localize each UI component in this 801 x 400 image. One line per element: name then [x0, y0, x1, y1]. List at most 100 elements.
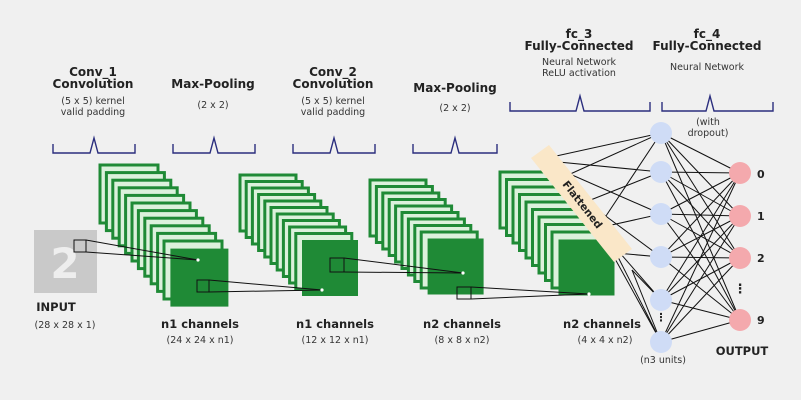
- dense-link: [660, 215, 741, 343]
- conv1-title2: Convolution: [53, 77, 134, 91]
- hidden-node: [650, 331, 672, 353]
- input-digit: 2: [50, 239, 79, 288]
- conv2-desc2: valid padding: [301, 107, 365, 118]
- pool1-projection-line-bottom: [208, 289, 323, 293]
- dense-link: [660, 257, 741, 343]
- flatten-link: [537, 132, 662, 161]
- fm4-label: n2 channels: [563, 317, 641, 331]
- fm2-label: n1 channels: [296, 317, 374, 331]
- conv1-receptive-field: [73, 239, 87, 253]
- dense-link: [660, 132, 741, 174]
- feature-map-stack-4: [498, 170, 615, 296]
- fc3-desc2: ReLU activation: [542, 68, 616, 79]
- output-node: [729, 162, 751, 184]
- conv2-projection-line-bottom: [343, 271, 464, 274]
- hidden-node: [650, 122, 672, 144]
- conv2-target-dot: [461, 271, 465, 275]
- hidden-units-label: (n3 units): [640, 355, 686, 366]
- pool1-projection-line-top: [208, 279, 323, 291]
- conv2-title: Conv_2: [309, 65, 357, 80]
- conv2-title2: Convolution: [293, 77, 374, 91]
- pool1-target-dot: [320, 288, 324, 292]
- output-class-2: 2: [757, 252, 765, 265]
- pool2-brace: [412, 135, 498, 154]
- pool1-desc1: (2 x 2): [197, 100, 228, 111]
- input-label: INPUT: [36, 300, 76, 314]
- pool2-title: Max-Pooling: [413, 81, 496, 95]
- fm1-dims: (24 x 24 x n1): [167, 335, 234, 346]
- hidden-layer-nodes: [650, 122, 672, 353]
- fm3-dims: (8 x 8 x n2): [435, 335, 490, 346]
- conv1-target-dot: [196, 258, 200, 262]
- output-node: [729, 205, 751, 227]
- dense-link: [660, 171, 741, 174]
- pool2-receptive-field: [456, 286, 472, 300]
- fc4-desc1: Neural Network: [670, 62, 745, 73]
- dense-link: [660, 172, 741, 258]
- fc3-title: fc_3: [566, 27, 593, 42]
- fm1-label: n1 channels: [161, 317, 239, 331]
- hidden-node: [650, 161, 672, 183]
- conv2-desc1: (5 x 5) kernel: [301, 96, 364, 107]
- dense-link: [660, 171, 741, 321]
- dense-link: [660, 172, 741, 343]
- feature-map-stack-2: [238, 173, 358, 296]
- output-class-0: 0: [757, 168, 765, 181]
- conv2-projection-line-top: [343, 257, 464, 274]
- output-node: [729, 247, 751, 269]
- fc3-desc1: Neural Network: [542, 57, 617, 68]
- output-ellipsis: ⋮: [734, 282, 747, 297]
- conv1-title: Conv_1: [69, 65, 117, 80]
- output-class-9: 9: [757, 314, 765, 327]
- output-layer-nodes: [729, 162, 751, 331]
- flatten-link: [556, 132, 662, 181]
- hidden-ellipsis: ⋮: [656, 311, 667, 324]
- dropout-label-2: dropout): [688, 128, 729, 139]
- pool2-projection-line-top: [470, 286, 590, 295]
- conv1-projection-line-bottom: [85, 251, 199, 261]
- flattened-band: [531, 145, 632, 262]
- input-dims: (28 x 28 x 1): [35, 320, 96, 331]
- feature-map-stack-1: [98, 163, 229, 307]
- dense-link: [660, 172, 741, 215]
- flatten-link: [615, 252, 662, 343]
- flatten-link: [597, 132, 662, 229]
- pool2-projection-line-bottom: [470, 293, 590, 300]
- fm2-dims: (12 x 12 x n1): [302, 335, 369, 346]
- pool1-receptive-field: [196, 279, 210, 293]
- feature-map-stack-3: [368, 178, 484, 295]
- fc4-title: fc_4: [694, 27, 721, 42]
- dense-link: [660, 132, 741, 259]
- output-label: OUTPUT: [716, 344, 769, 358]
- conv1-projection-line-top: [85, 239, 199, 261]
- conv1-desc1: (5 x 5) kernel: [61, 96, 124, 107]
- flatten-link: [631, 269, 662, 343]
- dense-link: [660, 132, 741, 217]
- feature-map: [427, 238, 484, 295]
- conv2-receptive-field: [329, 257, 345, 273]
- fc3-title2: Fully-Connected: [524, 39, 633, 53]
- output-class-1: 1: [757, 210, 765, 223]
- dense-link: [660, 256, 741, 321]
- fm4-dims: (4 x 4 x n2): [578, 335, 633, 346]
- feature-map: [170, 248, 229, 307]
- conv1-brace: [52, 135, 136, 154]
- dense-link: [660, 299, 741, 321]
- pool2-target-dot: [587, 292, 591, 296]
- hidden-node: [650, 289, 672, 311]
- dense-connections: [660, 132, 741, 343]
- fc4-title2: Fully-Connected: [652, 39, 761, 53]
- fm3-label: n2 channels: [423, 317, 501, 331]
- dense-link: [660, 213, 741, 321]
- fc4-brace: [661, 93, 774, 112]
- pool2-desc1: (2 x 2): [439, 103, 470, 114]
- hidden-node: [650, 246, 672, 268]
- dense-link: [660, 132, 741, 321]
- conv2-brace: [292, 135, 376, 154]
- fc3-brace: [509, 93, 651, 112]
- conv1-desc2: valid padding: [61, 107, 125, 118]
- pool1-brace: [172, 135, 256, 154]
- hidden-node: [650, 203, 672, 225]
